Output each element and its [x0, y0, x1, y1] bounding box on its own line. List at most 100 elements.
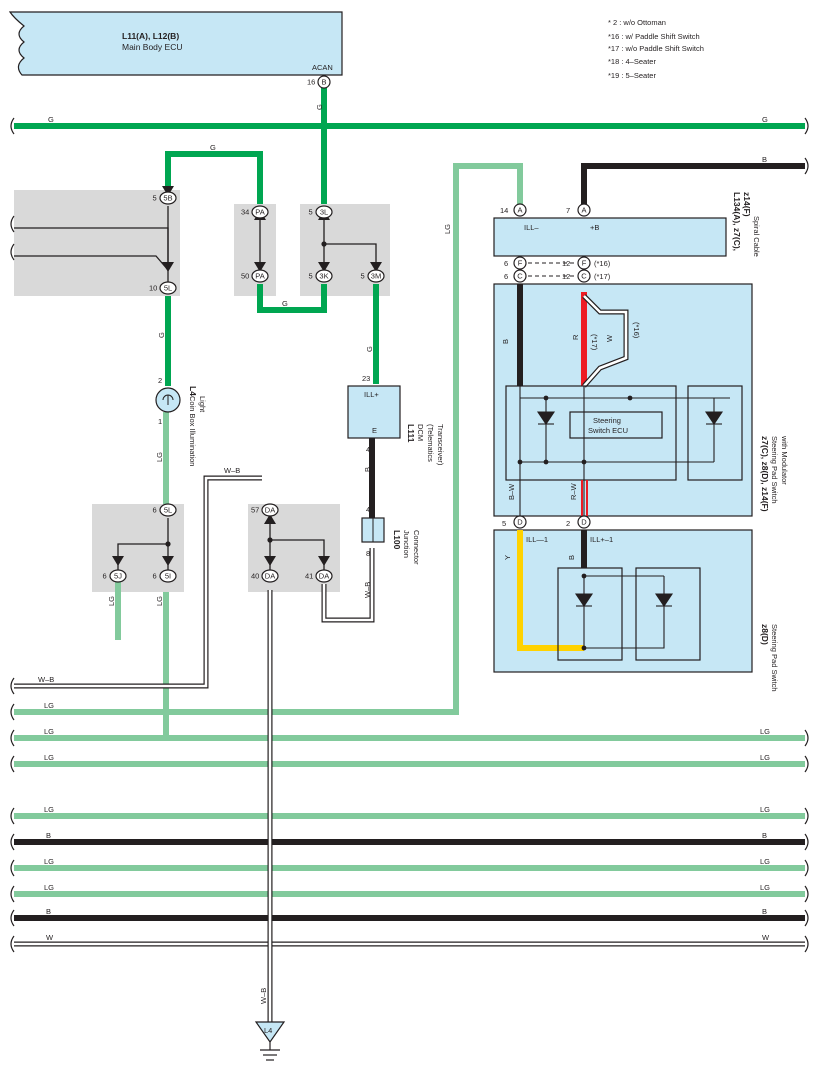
pin-spiral-c6-label: C	[517, 272, 523, 281]
pin-3m-label: 3M	[371, 272, 381, 281]
dcm-name2: (Telematics	[426, 424, 435, 462]
pin-spiral-a7-shape	[577, 203, 591, 217]
dcm-e-terminal: E	[372, 426, 377, 435]
pad-mod-note17: (*17)	[590, 334, 599, 351]
spiral-note-16: (*16)	[594, 259, 611, 268]
note-17: *17 : w/o Paddle Shift Switch	[608, 44, 704, 53]
pin-spiral-f12: F	[577, 256, 591, 270]
pin-spiral-c6: C	[513, 269, 527, 283]
pin-da-r-number: 41	[305, 572, 313, 581]
pad-mod-note16: (*16)	[632, 322, 641, 339]
pin-da-r-label: DA	[319, 572, 329, 581]
pin-pa-top-label: PA	[255, 208, 264, 217]
pin-5i-number: 6	[153, 572, 157, 581]
pin-5l-b-number: 6	[153, 506, 157, 515]
note-19: *19 : 5–Seater	[608, 71, 656, 80]
spiral-pin-14: 14	[500, 206, 508, 215]
spiral-name: Spiral Cable	[752, 216, 761, 257]
wl-b1: B	[762, 155, 767, 164]
pin-pad-d2-shape	[577, 515, 591, 529]
pin-da-r-shape	[315, 569, 333, 583]
wl-lg7: LG	[760, 727, 770, 736]
wl-lg13: LG	[760, 857, 770, 866]
pin-pa-bot-number: 50	[241, 272, 249, 281]
wl-g6: G	[157, 332, 166, 338]
junction-block-PA	[234, 204, 276, 296]
pin-5j-number: 6	[103, 572, 107, 581]
g-wires	[14, 88, 805, 386]
pin-5l-b-shape	[159, 503, 177, 517]
pin-spiral-f6: F	[513, 256, 527, 270]
coin-light-code: L4	[188, 386, 198, 396]
coin-light-pin-2: 2	[158, 376, 162, 385]
wl-g1: G	[48, 115, 54, 124]
coin-box-light: 2 1 L4 Coin Box Illumination Light	[155, 376, 207, 466]
dcm-pin-23: 23	[362, 374, 370, 383]
pin-pad-d5: D	[513, 515, 527, 529]
pin-3l: 3L5	[309, 205, 333, 219]
wl-g5: G	[315, 104, 324, 110]
wl-lg12: LG	[44, 857, 54, 866]
junction-pin-4: 4	[366, 505, 370, 514]
pin-pad-d2: D	[577, 515, 591, 529]
wire-label-w: W	[605, 334, 614, 342]
junction-block-5B	[14, 190, 180, 296]
wl-g7: G	[365, 346, 374, 352]
pin-spiral-f12-label: F	[582, 259, 587, 268]
pin-spiral-c6-shape	[513, 269, 527, 283]
pad-switch-modulator: R (*17) W (*16) B Steering Switch ECU	[493, 283, 789, 517]
wl-lg9: LG	[760, 753, 770, 762]
dcm-name3: Transceiver)	[436, 424, 445, 466]
pin-da-top-label: DA	[265, 506, 275, 515]
note-2: * 2 : w/o Ottoman	[608, 18, 666, 27]
junction-name: Junction	[402, 530, 411, 558]
pin-spiral-a14: A	[513, 203, 527, 217]
wl-lg10: LG	[44, 805, 54, 814]
pin-spiral-a14-label: A	[517, 206, 522, 215]
dcm: ILL+ E 23 4 L111 DCM (Telematics Transce…	[347, 374, 445, 466]
pin-5l-a-number: 10	[149, 284, 157, 293]
w-wires	[14, 475, 805, 1028]
pin-spiral-a7-label: A	[581, 206, 586, 215]
junction-pin-8: 8	[366, 549, 370, 558]
pin-ecu-b-number: 16	[307, 78, 315, 87]
pin-5b-label: 5B	[163, 194, 172, 203]
pin-da-top-number: 57	[251, 506, 259, 515]
pin-3k-shape	[315, 269, 333, 283]
pin-5b: 5B5	[153, 191, 177, 205]
main-body-ecu: L11(A), L12(B) Main Body ECU ACAN	[8, 11, 343, 76]
spiral-note-17: (*17)	[594, 272, 611, 281]
wire-labels: G G G G G G G B B LG LG LG LG W–B W–B W–…	[38, 104, 770, 1004]
spiral-pin-c6: 6	[504, 272, 508, 281]
pin-5l-b: 5L 6	[153, 503, 177, 517]
pin-5j: 5J6	[103, 569, 127, 583]
pin-5l-b-label: 5L	[164, 506, 172, 515]
pin-ecu-b-label: B	[321, 78, 326, 87]
dcm-name: DCM	[416, 424, 425, 441]
wl-b2: B	[363, 467, 372, 472]
spiral-code2: z14(F)	[742, 192, 752, 217]
b-wires	[14, 163, 805, 921]
steering-ecu-label: Steering	[593, 416, 621, 425]
spiral-pin-7: 7	[566, 206, 570, 215]
pad-code: z8(D)	[760, 624, 770, 645]
pin-da-l-shape	[261, 569, 279, 583]
wl-w2: W	[762, 933, 770, 942]
wl-g2: G	[762, 115, 768, 124]
pin-da-top: DA 57	[251, 503, 279, 517]
dcm-pin-4: 4	[366, 445, 370, 454]
wl-lg1: LG	[443, 224, 452, 234]
pin-spiral-f6-shape	[513, 256, 527, 270]
pad-mod-name2: with Modulator	[780, 435, 789, 485]
pin-pad-d5-shape	[513, 515, 527, 529]
wire-label-y: Y	[503, 555, 512, 560]
wire-label-b: B	[501, 339, 510, 344]
pin-da-r: DA 41	[305, 569, 333, 583]
wl-wb1: W–B	[224, 466, 240, 475]
pin-spiral-c12-label: C	[581, 272, 587, 281]
wire-label-rw: R–W	[569, 482, 578, 500]
